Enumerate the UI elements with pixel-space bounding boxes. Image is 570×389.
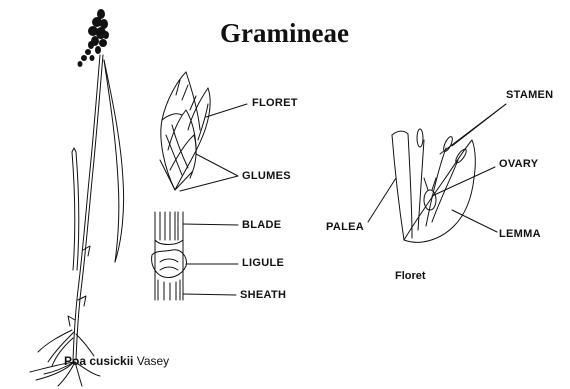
dissected-floret-drawing xyxy=(392,129,475,242)
ovary-label: OVARY xyxy=(499,158,538,170)
spikelet-drawing xyxy=(160,72,210,190)
glumes-label: GLUMES xyxy=(242,170,291,182)
palea-label: PALEA xyxy=(326,221,364,233)
leaf-base-drawing xyxy=(152,212,187,300)
blade-label: BLADE xyxy=(242,219,281,231)
stamen-label: STAMEN xyxy=(506,89,553,101)
panicle-drawing xyxy=(78,9,110,67)
floret-caption: Floret xyxy=(395,270,426,282)
sheath-label: SHEATH xyxy=(240,289,286,301)
lemma-label: LEMMA xyxy=(499,228,541,240)
floret-label: FLORET xyxy=(252,97,298,109)
page-title: Gramineae xyxy=(220,18,349,49)
species-authority: Vasey xyxy=(137,354,169,368)
species-scientific-name: Poa cusickii xyxy=(64,354,133,368)
species-caption: Poa cusickii Vasey xyxy=(64,354,169,368)
grass-plant-drawing xyxy=(30,9,124,386)
ligule-label: LIGULE xyxy=(242,257,284,269)
